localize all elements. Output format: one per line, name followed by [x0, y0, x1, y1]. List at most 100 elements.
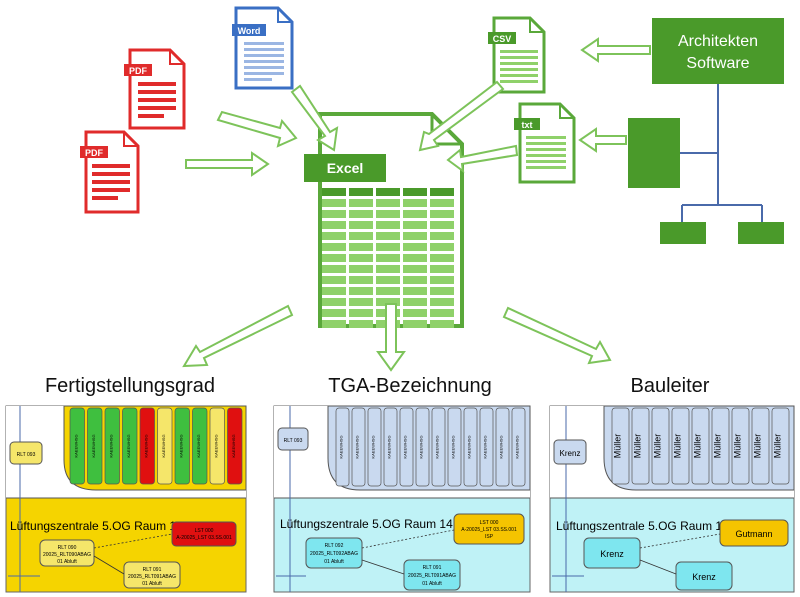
- p2-node1-line1: RLT 092: [325, 543, 344, 549]
- pdf-label: PDF: [129, 66, 148, 76]
- title-bauleiter: Bauleiter: [631, 375, 710, 397]
- excel-cell: [349, 309, 373, 317]
- excel-document-icon: Excel: [304, 112, 464, 328]
- excel-cell: [349, 276, 373, 284]
- p1-room-title: Lüftungszentrale 5.OG Raum 14: [10, 519, 183, 533]
- txt-document-icon: txt: [514, 102, 576, 184]
- tile-label: KAEEWHSG: [451, 435, 456, 458]
- tile-label: KAEEWHSG: [178, 434, 183, 457]
- excel-cell: [376, 276, 400, 284]
- excel-cell: [403, 265, 427, 273]
- tile-label: KAEEWHSG: [108, 434, 113, 457]
- excel-cell: [322, 243, 346, 251]
- tile-label: Müller: [653, 434, 663, 459]
- object-tile: [367, 407, 382, 487]
- object-tile: [463, 407, 478, 487]
- excel-cell: [430, 232, 454, 240]
- excel-cell: [376, 287, 400, 295]
- object-tile: [479, 407, 494, 487]
- excel-cell: [376, 221, 400, 229]
- tile-label: KAEEWHSG: [467, 435, 472, 458]
- object-tile: [227, 407, 243, 485]
- excel-cell: [376, 243, 400, 251]
- object-tile: [192, 407, 208, 485]
- object-tile: [771, 407, 790, 485]
- excel-cell: [349, 221, 373, 229]
- p3-room-title: Lüftungszentrale 5.OG Raum 14: [556, 519, 729, 533]
- p2-node2-line2: 20025_RLT091ABAG: [408, 573, 456, 579]
- excel-cell: [403, 221, 427, 229]
- object-tile: [415, 407, 430, 487]
- csv-document-icon: CSV: [488, 16, 546, 94]
- pdf-document-icon: PDF: [80, 130, 140, 214]
- excel-cell: [349, 265, 373, 273]
- excel-cell: [376, 298, 400, 306]
- excel-cell: [349, 320, 373, 328]
- excel-cell: [322, 276, 346, 284]
- tile-label: Müller: [753, 434, 763, 459]
- tile-label: Müller: [713, 434, 723, 459]
- object-tile: [611, 407, 630, 485]
- txt-label: txt: [522, 120, 533, 130]
- architect-line1: Architekten: [678, 33, 758, 50]
- p1-node2-line3: 01 Abluft: [142, 581, 162, 587]
- object-tile: [495, 407, 510, 487]
- excel-label: Excel: [327, 160, 364, 176]
- tile-label: KAEEWHSG: [515, 435, 520, 458]
- excel-cell: [403, 309, 427, 317]
- title-tga-bezeichnung: TGA-Bezeichnung: [328, 375, 491, 397]
- object-tile: [209, 407, 225, 485]
- excel-cell: [376, 232, 400, 240]
- tile-label: Müller: [633, 434, 643, 459]
- p2-lst-line2: A-20025_LST 03.SS.001: [461, 527, 517, 533]
- excel-cell: [403, 254, 427, 262]
- tile-label: KAEEWHSG: [435, 435, 440, 458]
- excel-cell: [403, 320, 427, 328]
- p3-krenz-node1: Krenz: [600, 549, 624, 559]
- object-tile: [511, 407, 526, 487]
- excel-cell: [403, 287, 427, 295]
- p1-lst-line1: LST 000: [195, 528, 214, 534]
- tile-label: Müller: [673, 434, 683, 459]
- p3-krenz-top: Krenz: [560, 449, 581, 458]
- excel-cell: [349, 210, 373, 218]
- excel-cell: [403, 199, 427, 207]
- p2-lst-line3: ISP: [485, 534, 494, 540]
- excel-cell: [322, 309, 346, 317]
- object-tile: [335, 407, 350, 487]
- p3-krenz-node2: Krenz: [692, 572, 716, 582]
- tile-label: KAEEWHSG: [143, 434, 148, 457]
- excel-cell: [376, 210, 400, 218]
- object-tile: [671, 407, 690, 485]
- excel-cell: [430, 221, 454, 229]
- object-tile: [104, 407, 120, 485]
- tile-label: KAEEWHSG: [91, 434, 96, 457]
- pdf-document-icon: PDF: [124, 48, 186, 130]
- object-tile: [711, 407, 730, 485]
- object-tile: [351, 407, 366, 487]
- excel-cell: [430, 287, 454, 295]
- object-tile: [174, 407, 190, 485]
- excel-cell: [349, 232, 373, 240]
- excel-cell: [349, 199, 373, 207]
- tile-label: KAEEWHSG: [483, 435, 488, 458]
- object-tile: [631, 407, 650, 485]
- object-tile: [751, 407, 770, 485]
- excel-cell: [376, 265, 400, 273]
- tile-label: Müller: [693, 434, 703, 459]
- excel-cell: [430, 188, 454, 196]
- excel-cell: [403, 298, 427, 306]
- excel-cell: [322, 287, 346, 295]
- excel-cell: [403, 188, 427, 196]
- excel-cell: [349, 188, 373, 196]
- p1-lst-line2: A-20025_LST 03.SS.001: [176, 535, 232, 541]
- tile-label: Müller: [773, 434, 783, 459]
- p1-rlt-label: RLT 093: [17, 452, 36, 458]
- tile-label: KAEEWHSG: [355, 435, 360, 458]
- excel-cell: [322, 210, 346, 218]
- tile-label: KAEEWHSG: [161, 434, 166, 457]
- p1-node1-line3: 01 Abluft: [57, 559, 77, 565]
- excel-cell: [376, 254, 400, 262]
- excel-cell: [376, 199, 400, 207]
